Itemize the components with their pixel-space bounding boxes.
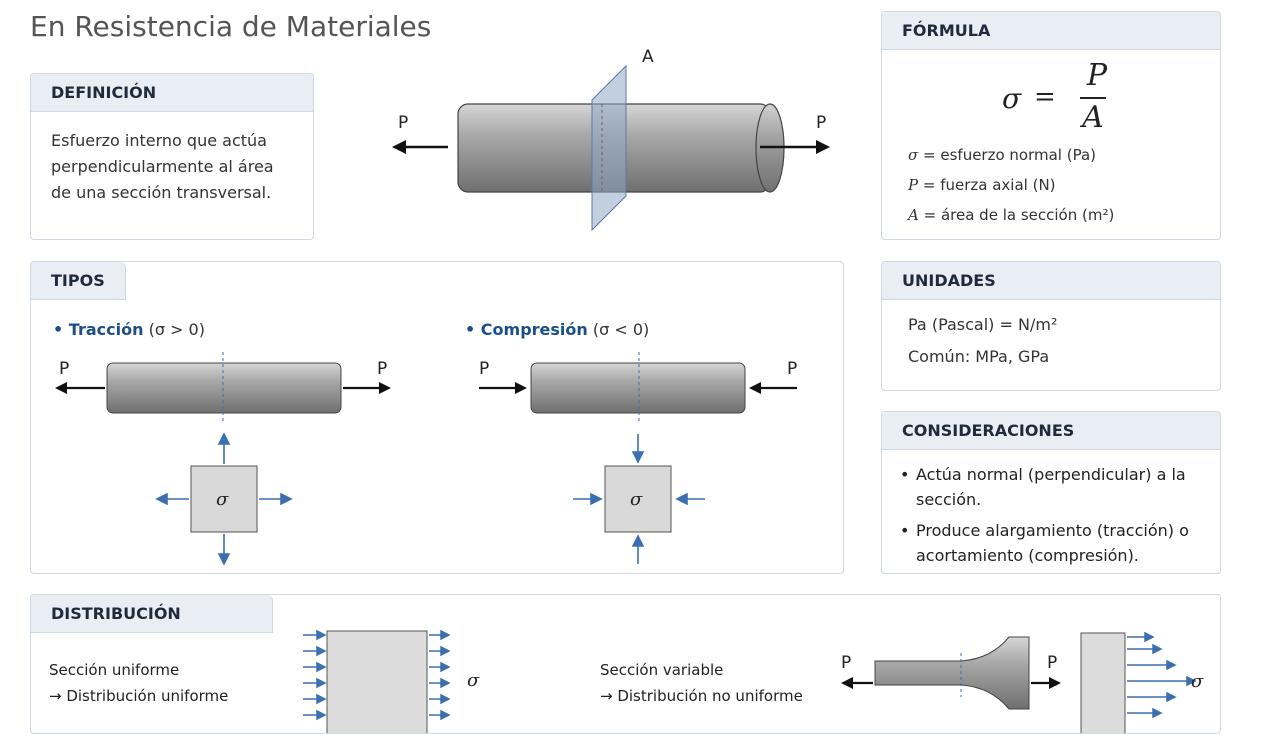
variable-arrow-left <box>841 677 873 689</box>
formula-denominator: A <box>1082 100 1104 135</box>
units-line-1: Pa (Pascal) = N/m² <box>908 315 1058 334</box>
definition-text: Esfuerzo interno que actúa perpendicular… <box>51 131 274 202</box>
compression-arrow-left <box>479 382 527 394</box>
traction-sigma: σ <box>216 489 229 510</box>
section-plane <box>591 64 627 232</box>
uniform-sigma: σ <box>467 670 480 691</box>
compression-arrow-right <box>749 382 797 394</box>
legend-a: A = área de la sección (m²) <box>908 206 1115 224</box>
compression-condition: (σ < 0) <box>592 320 650 339</box>
traction-stress-element <box>190 465 258 533</box>
compression-heading: • Compresión (σ < 0) <box>465 320 650 339</box>
hero-load-left: P <box>398 113 408 133</box>
traction-arrow-left <box>55 382 105 394</box>
hero-plane-label: A <box>642 47 654 67</box>
compression-name: Compresión <box>480 320 588 339</box>
variable-arrow-right <box>1031 677 1061 689</box>
traction-arrow-right <box>343 382 391 394</box>
variable-load-left: P <box>841 653 851 673</box>
types-header: TIPOS <box>31 262 126 300</box>
traction-load-right: P <box>377 359 387 379</box>
considerations-list: Actúa normal (perpendicular) a la secció… <box>882 450 1220 568</box>
traction-condition: (σ > 0) <box>148 320 205 339</box>
variable-bar <box>874 636 1030 710</box>
traction-heading: • Tracción (σ > 0) <box>53 320 205 339</box>
compression-sigma: σ <box>630 489 643 510</box>
units-header: UNIDADES <box>882 262 1220 300</box>
compression-load-left: P <box>479 359 489 379</box>
uniform-title: Sección uniforme <box>49 661 180 679</box>
traction-stress-arrows <box>155 432 293 566</box>
variable-stress-arrows <box>1127 631 1197 719</box>
hero-bar-diagram: P P A <box>392 47 830 232</box>
formula-numerator: P <box>1086 58 1108 93</box>
traction-diagram: P P σ <box>55 352 391 566</box>
uniform-section <box>326 630 428 733</box>
compression-load-right: P <box>787 359 797 379</box>
variable-section <box>1080 632 1126 733</box>
uniform-stress-arrows <box>303 629 451 721</box>
considerations-header: CONSIDERACIONES <box>882 412 1220 450</box>
compression-diagram: P P σ <box>479 352 797 564</box>
variable-sigma: σ <box>1191 671 1204 692</box>
variable-title: Sección variable <box>600 661 724 679</box>
formula-legend: σ = esfuerzo normal (Pa) P = fuerza axia… <box>908 140 1114 230</box>
page-subtitle: En Resistencia de Materiales <box>30 10 432 43</box>
considerations-card: CONSIDERACIONES Actúa normal (perpendicu… <box>881 411 1221 574</box>
formula-card: FÓRMULA σ = P A σ = esfuerzo normal (Pa)… <box>881 11 1221 240</box>
compression-stress-element <box>604 465 672 533</box>
formula-lhs: σ <box>1002 82 1022 115</box>
formula-header: FÓRMULA <box>882 12 1220 50</box>
distribution-header: DISTRIBUCIÓN <box>31 595 273 633</box>
hero-arrow-left <box>392 140 448 154</box>
units-card: UNIDADES Pa (Pascal) = N/m² Común: MPa, … <box>881 261 1221 391</box>
traction-name: Tracción <box>68 320 144 339</box>
traction-load-left: P <box>59 359 69 379</box>
units-line-2: Común: MPa, GPa <box>908 347 1050 366</box>
hero-arrow-right <box>760 140 830 154</box>
variable-load-right: P <box>1047 653 1057 673</box>
legend-sigma: σ = esfuerzo normal (Pa) <box>908 146 1097 164</box>
variable-distribution-diagram: P P σ <box>841 631 1204 733</box>
definition-card: DEFINICIÓN Esfuerzo interno que actúa pe… <box>30 73 314 240</box>
distribution-card: DISTRIBUCIÓN Sección uniforme → Distribu… <box>30 594 1221 734</box>
definition-header: DEFINICIÓN <box>31 74 313 112</box>
fraction-bar <box>1080 97 1106 99</box>
uniform-distribution-diagram: σ <box>303 629 480 733</box>
legend-p: P = fuerza axial (N) <box>908 176 1056 194</box>
consideration-item: Actúa normal (perpendicular) a la secció… <box>898 462 1200 512</box>
uniform-result: → Distribución uniforme <box>49 687 229 705</box>
variable-result: → Distribución no uniforme <box>600 687 803 705</box>
types-card: TIPOS • Tracción (σ > 0) • Compresión (σ… <box>30 261 844 574</box>
hero-load-right: P <box>816 113 826 133</box>
compression-stress-arrows <box>573 434 705 564</box>
formula-equals: = <box>1034 82 1056 112</box>
consideration-item: Produce alargamiento (tracción) o acorta… <box>898 518 1200 568</box>
